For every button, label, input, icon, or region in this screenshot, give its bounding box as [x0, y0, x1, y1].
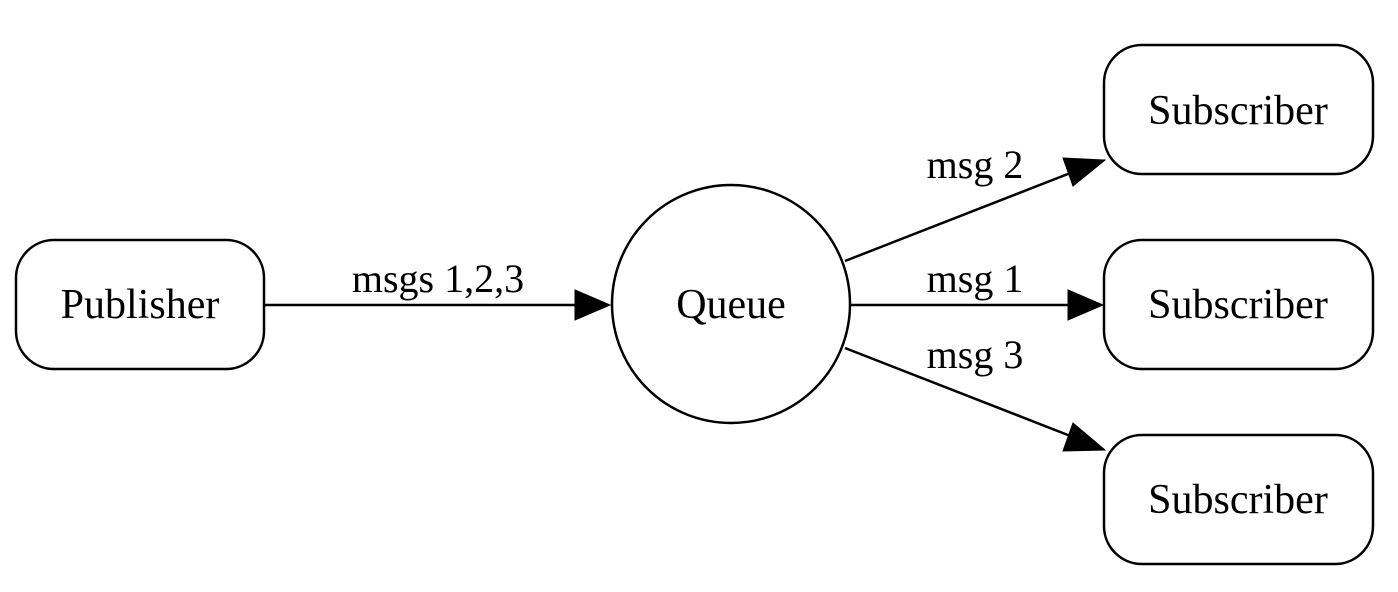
node-subscriber-3: Subscriber	[1102, 433, 1375, 566]
arrowhead-subscriber-1	[1062, 157, 1107, 187]
arrowhead-subscriber-2	[1067, 289, 1105, 321]
node-queue: Queue	[610, 183, 852, 425]
node-subscriber-3-label: Subscriber	[1148, 477, 1328, 523]
node-subscriber-2-box	[1102, 238, 1375, 371]
node-subscriber-1-box	[1102, 43, 1375, 176]
edge-label-msg-3: msg 3	[927, 332, 1024, 377]
node-queue-circle	[610, 183, 852, 425]
node-publisher-label: Publisher	[61, 282, 220, 328]
arrowhead-subscriber-3	[1062, 422, 1107, 452]
node-subscriber-1: Subscriber	[1102, 43, 1375, 176]
edge-queue-subscriber-1: msg 2	[844, 142, 1107, 263]
node-publisher-box	[14, 238, 266, 371]
edge-queue-subscriber-3: msg 3	[844, 332, 1107, 452]
arrowhead-queue-in	[574, 289, 612, 321]
node-queue-label: Queue	[676, 282, 786, 328]
edge-publisher-queue: msgs 1,2,3	[265, 256, 612, 321]
node-subscriber-2: Subscriber	[1102, 238, 1375, 371]
edge-line-queue-subscriber-3	[844, 346, 1074, 439]
node-subscriber-1-label: Subscriber	[1148, 88, 1328, 134]
edge-queue-subscriber-2: msg 1	[851, 256, 1105, 321]
node-subscriber-2-label: Subscriber	[1148, 282, 1328, 328]
edge-label-msgs-1-2-3: msgs 1,2,3	[352, 256, 524, 301]
node-publisher: Publisher	[14, 238, 266, 371]
edge-label-msg-1: msg 1	[927, 256, 1024, 301]
edge-label-msg-2: msg 2	[927, 142, 1024, 187]
node-subscriber-3-box	[1102, 433, 1375, 566]
edge-line-queue-subscriber-1	[844, 170, 1074, 263]
